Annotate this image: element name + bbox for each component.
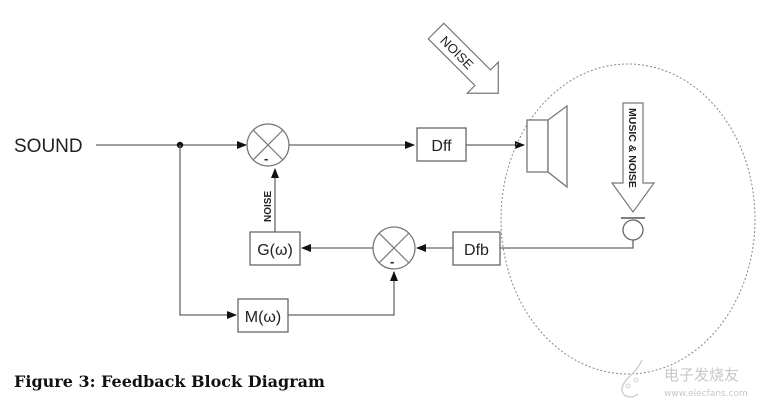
m-block [237, 298, 289, 333]
watermark-url: www.elecfans.com [664, 389, 748, 399]
summing-junction-bottom: - [372, 226, 416, 270]
external-noise-arrow: NOISE [427, 22, 499, 94]
g-block [249, 231, 301, 266]
g-label: G(ω) [257, 242, 293, 259]
dff-label: Dff [431, 138, 452, 155]
dfb-label: Dfb [464, 242, 489, 259]
watermark: 电子发烧友 www.elecfans.com [621, 359, 748, 399]
noise-signal-label: NOISE [263, 191, 274, 222]
watermark-logo-icon [621, 359, 643, 398]
m-to-summer-line [288, 271, 398, 316]
speaker-icon [526, 104, 568, 189]
figure-caption: Figure 3: Feedback Block Diagram [14, 372, 325, 391]
minus-sign: - [264, 151, 268, 166]
watermark-title: 电子发烧友 [664, 366, 739, 384]
m-label: M(ω) [245, 309, 281, 326]
minus-sign: - [390, 254, 394, 269]
music-noise-label: MUSIC & NOISE [626, 108, 638, 188]
ear-region-ellipse [500, 63, 756, 375]
branch-to-m-line [179, 145, 237, 319]
music-noise-arrow: MUSIC & NOISE [610, 102, 656, 214]
mic-to-dfb-line [500, 240, 634, 249]
sound-input-label: SOUND [14, 136, 83, 157]
dff-block [416, 127, 467, 162]
summing-junction-top: - [246, 123, 290, 167]
microphone-icon [621, 217, 645, 241]
